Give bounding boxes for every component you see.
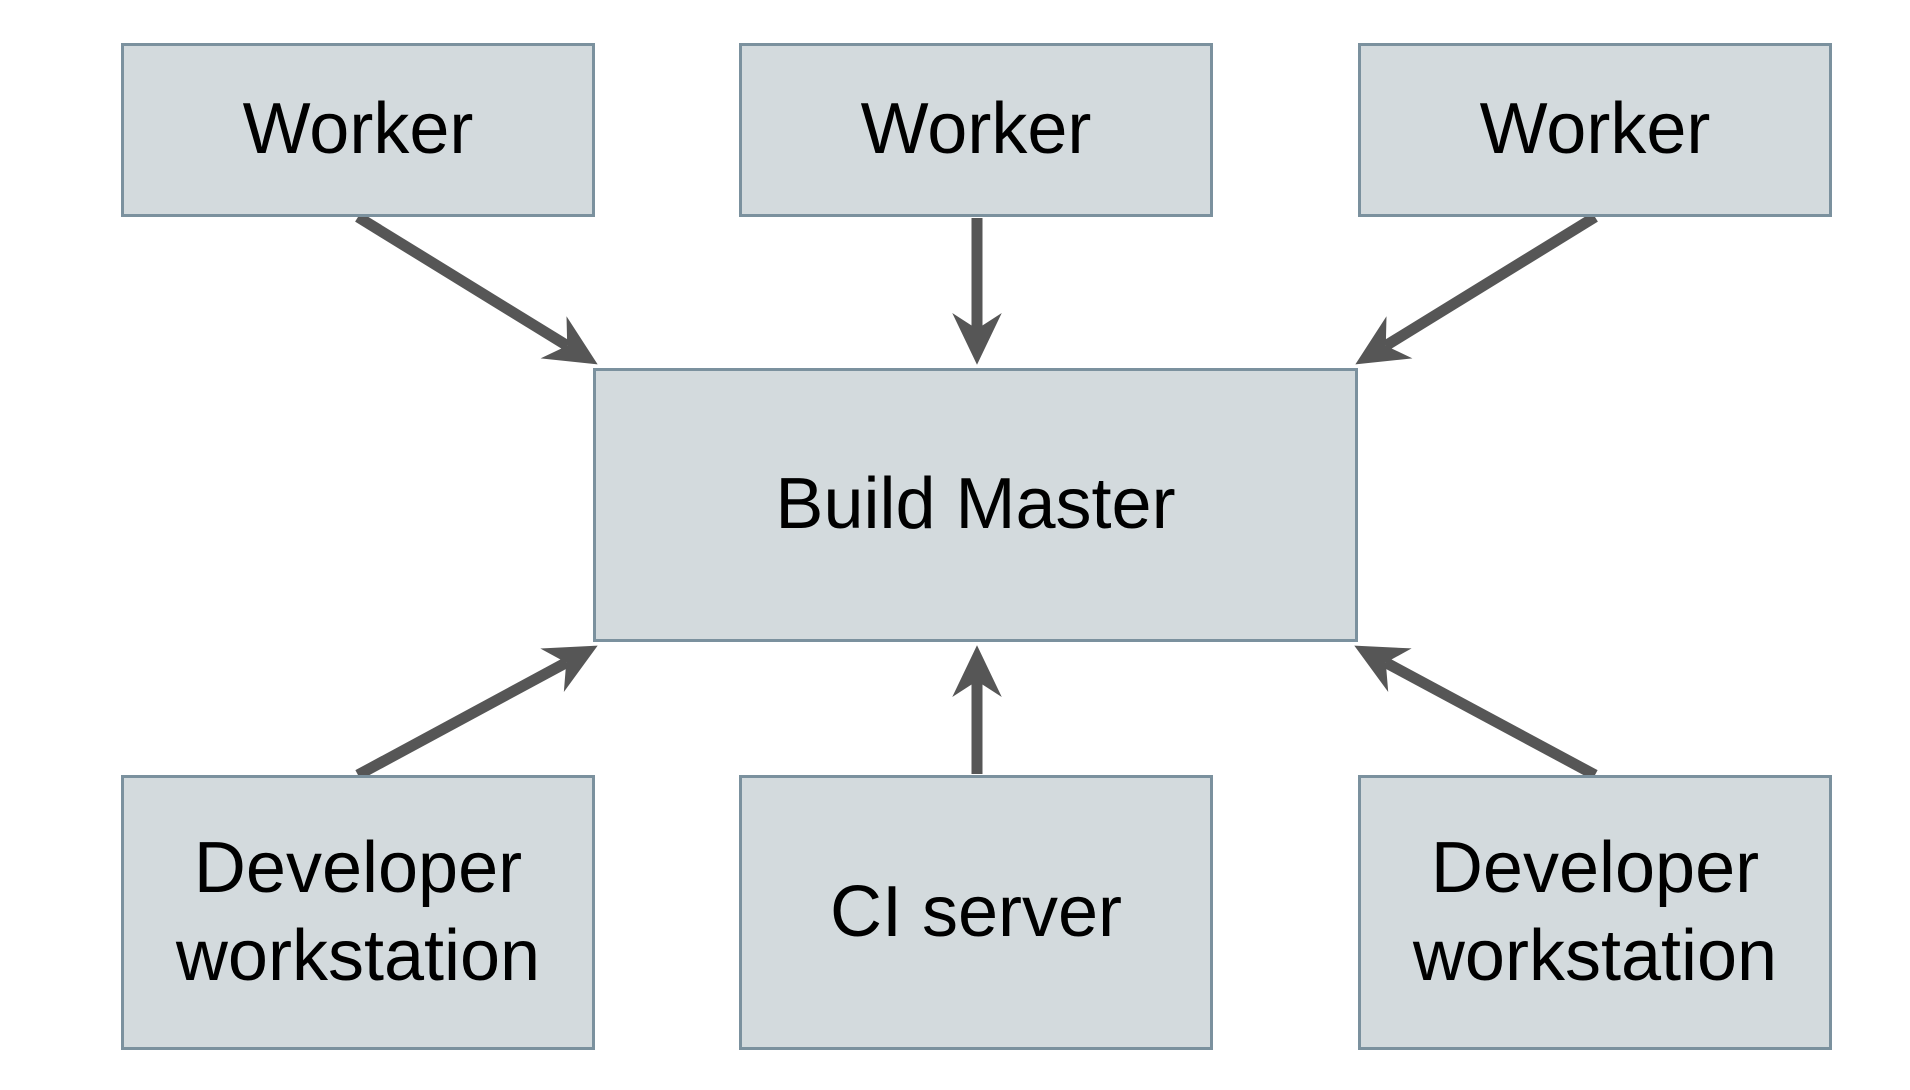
node-developer-workstation-1: Developer workstation [121, 775, 595, 1050]
arrow-developer-workstation-1-to-build-master [355, 645, 598, 780]
node-ci-server: CI server [739, 775, 1213, 1050]
node-worker-1-label: Worker [242, 89, 474, 170]
node-developer-workstation-2-label: Developer workstation [1412, 827, 1778, 996]
node-developer-workstation-2: Developer workstation [1358, 775, 1832, 1050]
node-worker-2: Worker [739, 43, 1213, 217]
arrow-worker-1-to-build-master [355, 212, 598, 365]
node-build-master: Build Master [593, 368, 1358, 642]
node-worker-1: Worker [121, 43, 595, 217]
node-build-master-label: Build Master [775, 464, 1176, 545]
arrow-worker-3-to-build-master [1355, 212, 1598, 365]
node-worker-2-label: Worker [860, 89, 1092, 170]
node-developer-workstation-1-label: Developer workstation [175, 827, 541, 996]
node-ci-server-label: CI server [829, 871, 1123, 952]
node-worker-3-label: Worker [1479, 89, 1711, 170]
node-worker-3: Worker [1358, 43, 1832, 217]
arrow-developer-workstation-2-to-build-master [1354, 645, 1598, 780]
